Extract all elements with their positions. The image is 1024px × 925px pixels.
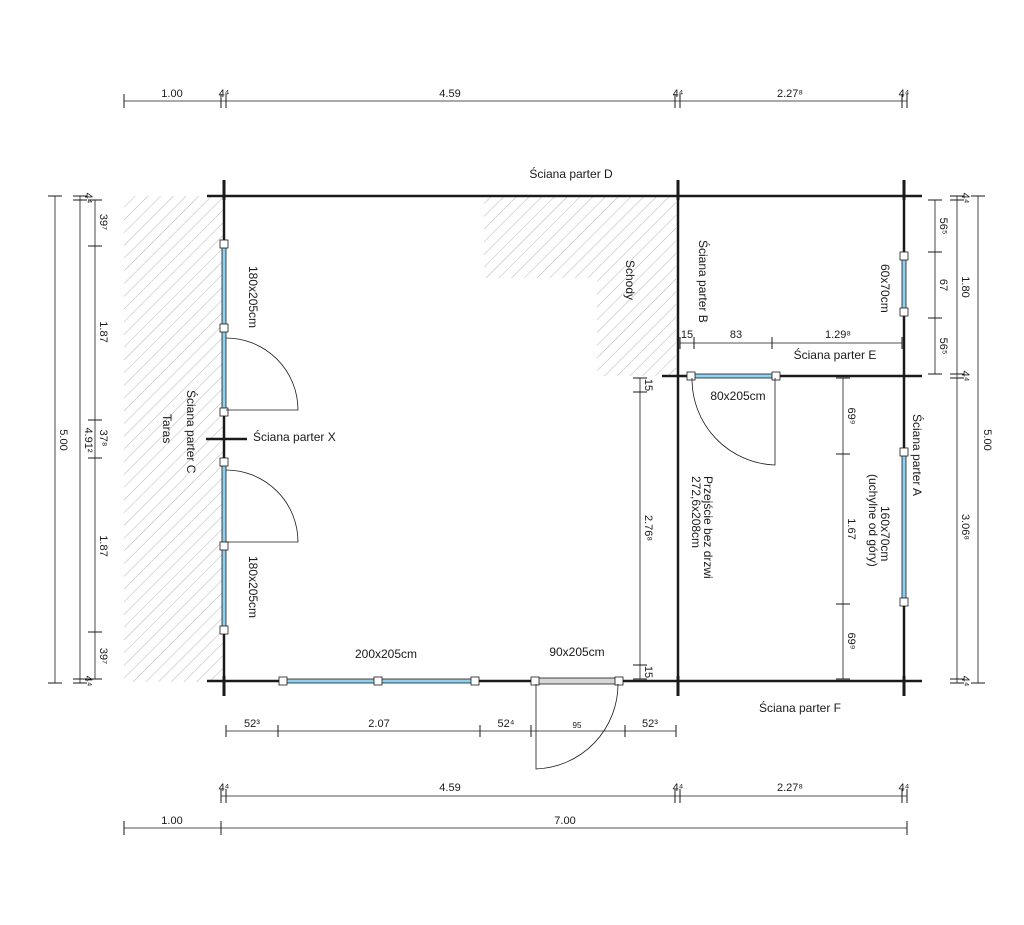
dim-top-4: 4⁴: [673, 88, 684, 100]
dim-passage-2: 2.76⁸: [642, 515, 654, 541]
dim-left-outer: 5.00: [48, 195, 69, 684]
dim-bottom-openings: 52³ 2.07 52⁴ 52³: [225, 718, 677, 737]
bottom-window-label: 200x205cm: [355, 647, 417, 661]
dim-left-inner-1: 39⁷: [97, 214, 109, 230]
bottom-door-label: 90x205cm: [549, 645, 604, 659]
left-lower-door-label: 180x205cm: [246, 556, 260, 618]
dim-right-mid-4: 3.06⁸: [959, 514, 971, 540]
dim-left-mid-top: 4⁴: [82, 193, 94, 204]
dim-right-inner: 56⁵ 67 56⁵: [928, 199, 949, 375]
dim-right-outer: 5.00: [971, 195, 993, 684]
dim-top-2: 4⁴: [219, 88, 230, 100]
dim-top: 1.00 4⁴ 4.59 4⁴ 2.27⁸ 4⁴: [123, 88, 910, 108]
dim-right-inner-1: 56⁵: [937, 218, 949, 235]
bathroom-door-glass: [691, 373, 777, 379]
dim-room-right: 69⁹ 1.67 69⁹: [836, 377, 857, 680]
dim-wall-e-3: 1.29⁸: [825, 329, 851, 341]
wall-c-label: Ściana parter C: [184, 390, 199, 474]
passage-label-line2: 272,6x208cm: [689, 476, 703, 548]
dim-bottom1-5: 4⁴: [899, 782, 910, 794]
dim-left-inner-5: 39⁷: [97, 648, 109, 664]
dim-right-mid-3: 4⁴: [959, 371, 971, 382]
bathroom-door-swing: [691, 377, 776, 466]
dim-top-6: 4⁴: [899, 88, 910, 100]
wall-b-label: Ściana parter B: [696, 240, 711, 323]
dim-room-right-1: 69⁹: [845, 408, 857, 425]
dim-left-mid-label: 4.91²: [82, 427, 94, 452]
right-window-glass: [901, 453, 907, 605]
dim-passage-1: 15: [642, 379, 654, 391]
dim-passage: 15 2.76⁸ 15: [633, 377, 654, 680]
wall-f-label: Ściana parter F: [759, 700, 841, 715]
left-upper-door-label: 180x205cm: [246, 266, 260, 328]
dim-left-mid: 4.91² 4⁴ 4⁴: [73, 193, 94, 687]
dim-bottom-row1: 4⁴ 4.59 4⁴ 2.27⁸ 4⁴: [219, 782, 910, 803]
dim-bottom1-4: 2.27⁸: [777, 782, 803, 794]
dim-top-1: 1.00: [161, 88, 182, 100]
passage-label-line1: Przejście bez drzwi: [701, 476, 715, 579]
dim-right-mid-1: 4⁴: [959, 193, 971, 204]
terrace-label: Taras: [160, 414, 174, 443]
dim-room-right-3: 69⁹: [845, 633, 857, 650]
dim-wall-e-1: 15: [681, 329, 693, 341]
wall-x-label: Ściana parter X: [253, 429, 336, 444]
left-upper-door-swing: [225, 337, 299, 411]
bottom-door-small-label: 95: [573, 721, 582, 730]
dim-right-mid: 4⁴ 1.80 4⁴ 3.06⁸ 4⁴: [950, 193, 971, 687]
stairs-label: Schody: [623, 260, 637, 300]
window-fittings: [219, 239, 909, 686]
bathroom-window-label: 60x70cm: [878, 264, 892, 313]
dim-bottom1-3: 4⁴: [673, 782, 684, 794]
dim-left-inner-3: 37⁸: [97, 430, 109, 447]
bottom-door-frame: [535, 677, 619, 685]
bottom-door-swing: [535, 683, 619, 770]
dim-left-mid-bottom: 4⁴: [82, 676, 94, 687]
dim-right-inner-3: 56⁵: [937, 338, 949, 355]
dim-right-mid-2: 1.80: [959, 276, 971, 297]
stairs-area: [484, 196, 676, 376]
dim-bottom-open-2: 2.07: [368, 718, 389, 730]
right-window-label: 160x70cm: [878, 506, 892, 561]
left-lower-door-swing: [225, 469, 299, 543]
dim-right-mid-5: 4⁴: [959, 676, 971, 687]
dim-bottom1-1: 4⁴: [219, 782, 230, 794]
bathroom-door-label: 80x205cm: [710, 389, 765, 403]
dim-top-3: 4.59: [439, 88, 460, 100]
right-window-note: (uchylne od góry): [866, 474, 880, 567]
dim-left-inner: 39⁷ 1.87 37⁸ 1.87 39⁷: [88, 199, 109, 680]
wall-a-label: Ściana parter A: [910, 414, 925, 496]
wall-d-label: Ściana parter D: [529, 166, 613, 181]
dim-left-outer-label: 5.00: [57, 429, 69, 450]
dim-wall-e-2: 83: [730, 329, 742, 341]
dim-room-right-2: 1.67: [845, 518, 857, 539]
bathroom-window-glass: [901, 257, 907, 313]
dim-bottom2-2: 7.00: [554, 815, 575, 827]
dim-top-5: 2.27⁸: [777, 88, 803, 100]
dim-bottom1-2: 4.59: [439, 782, 460, 794]
dim-wall-e: 15 83 1.29⁸: [679, 329, 903, 349]
dim-left-inner-2: 1.87: [97, 321, 109, 342]
dim-right-outer-label: 5.00: [981, 429, 993, 450]
posts: [222, 180, 906, 696]
dim-bottom-row2: 1.00 7.00: [123, 815, 908, 835]
dim-passage-3: 15: [642, 666, 654, 678]
dim-bottom-open-1: 52³: [244, 718, 260, 730]
dim-bottom2-1: 1.00: [161, 815, 182, 827]
dim-left-inner-4: 1.87: [97, 535, 109, 556]
dim-right-inner-2: 67: [937, 279, 949, 291]
dim-bottom-open-4: 52³: [642, 718, 658, 730]
dim-bottom-open-3: 52⁴: [498, 718, 515, 730]
door-swings: [225, 337, 776, 770]
wall-e-label: Ściana parter E: [794, 347, 877, 362]
